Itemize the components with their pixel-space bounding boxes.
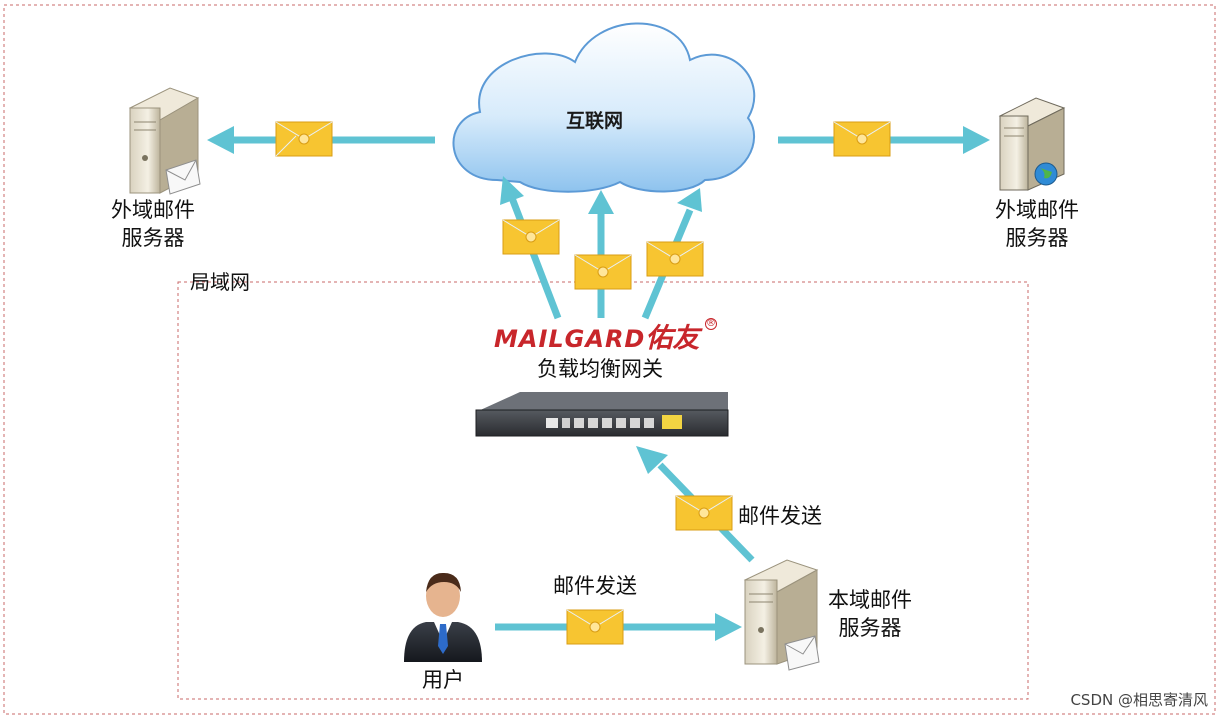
watermark: CSDN @相思寄清风	[1070, 691, 1208, 709]
arrowhead-cloud-left	[500, 176, 524, 205]
right-server-line2: 服务器	[1005, 226, 1069, 250]
right-external-server-label: 外域邮件 服务器	[982, 196, 1092, 252]
mail-server-icon	[998, 97, 1066, 191]
mail-server-icon	[128, 87, 201, 195]
mail-server-icon	[743, 559, 820, 671]
lan-label: 局域网	[190, 270, 250, 294]
internet-label: 互联网	[566, 110, 624, 132]
left-server-line2: 服务器	[121, 226, 185, 250]
arrowhead-cloud-center	[588, 190, 614, 214]
left-external-server-label: 外域邮件 服务器	[98, 196, 208, 252]
flow-label-user-to-server: 邮件发送	[553, 574, 637, 598]
envelope-icon	[275, 121, 333, 157]
envelopes	[275, 121, 891, 645]
gateway-device	[475, 392, 729, 437]
lan-frame	[177, 281, 1029, 700]
mailgard-logo: MAILGARD佑友	[494, 316, 699, 355]
gateway-label: 负载均衡网关	[537, 357, 663, 381]
registered-mark: ®	[705, 318, 717, 330]
user-avatar-icon	[404, 572, 482, 662]
flow-label-server-to-gateway: 邮件发送	[738, 504, 822, 528]
left-server-line1: 外域邮件	[111, 198, 195, 222]
envelope-icon	[646, 241, 704, 277]
envelope-icon	[574, 254, 632, 290]
arrowhead-gateway	[636, 446, 668, 474]
arrowhead-local-server	[715, 613, 742, 641]
user-label: 用户	[422, 668, 464, 692]
envelope-icon	[675, 495, 733, 531]
local-server-line2: 服务器	[838, 616, 902, 640]
internet-cloud	[452, 22, 756, 193]
arrow-gateway-to-cloud-left	[508, 196, 562, 320]
arrowhead-right-server	[963, 126, 990, 154]
arrowhead-left-server	[207, 126, 234, 154]
local-server-label: 本域邮件 服务器	[815, 586, 925, 642]
brand-cn: 佑友	[645, 323, 700, 354]
envelope-icon	[566, 609, 624, 645]
envelope-icon	[502, 219, 560, 255]
brand-latin: MAILGARD	[494, 325, 646, 353]
local-server-line1: 本域邮件	[828, 588, 912, 612]
arrows	[207, 126, 990, 641]
right-server-line1: 外域邮件	[995, 198, 1079, 222]
envelope-icon	[833, 121, 891, 157]
arrowhead-cloud-right	[677, 188, 702, 212]
